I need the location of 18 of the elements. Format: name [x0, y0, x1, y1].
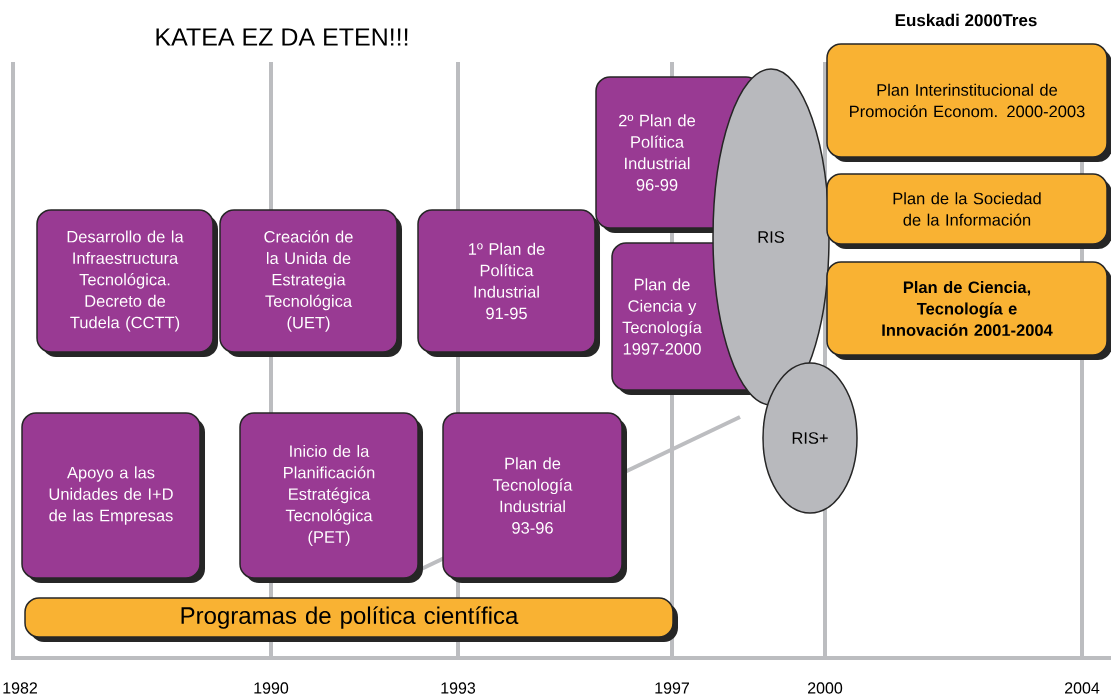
- year-label: 2004: [1065, 682, 1100, 694]
- process-box: Desarrollo de la Infraestructura Tecnológica. Decreto de Tudela (CCTT): [36, 209, 218, 357]
- process-box: Inicio de la Planificación Estratégica Tecnológica (PET): [239, 412, 423, 583]
- plan-box: Plan de Ciencia, Tecnología e Innovación 2001-2004: [826, 261, 1111, 360]
- plan-box: Programas de política científica: [24, 597, 678, 642]
- year-label: 1997: [655, 682, 689, 694]
- process-box: Apoyo a las Unidades de I+D de las Empresas: [21, 412, 205, 583]
- process-box: Creación de la Unida de Estrategia Tecnológica (UET): [219, 209, 402, 357]
- year-label: 1982: [3, 682, 37, 694]
- title: KATEA EZ DA ETEN!!!: [156, 28, 408, 46]
- year-label: 2000: [808, 682, 843, 694]
- heading: Euskadi 2000Tres: [895, 13, 1037, 27]
- year-label: 1993: [441, 682, 476, 694]
- process-box: Plan de Tecnología Industrial 93-96: [442, 412, 627, 583]
- process-box: 1º Plan de Política Industrial 91-95: [417, 209, 600, 357]
- year-label: 1990: [254, 682, 289, 694]
- plan-box: Plan Interinstitucional de Promoción Econom. 2000-2003: [826, 43, 1111, 162]
- plan-box: Plan de la Sociedad de la Información: [826, 173, 1111, 249]
